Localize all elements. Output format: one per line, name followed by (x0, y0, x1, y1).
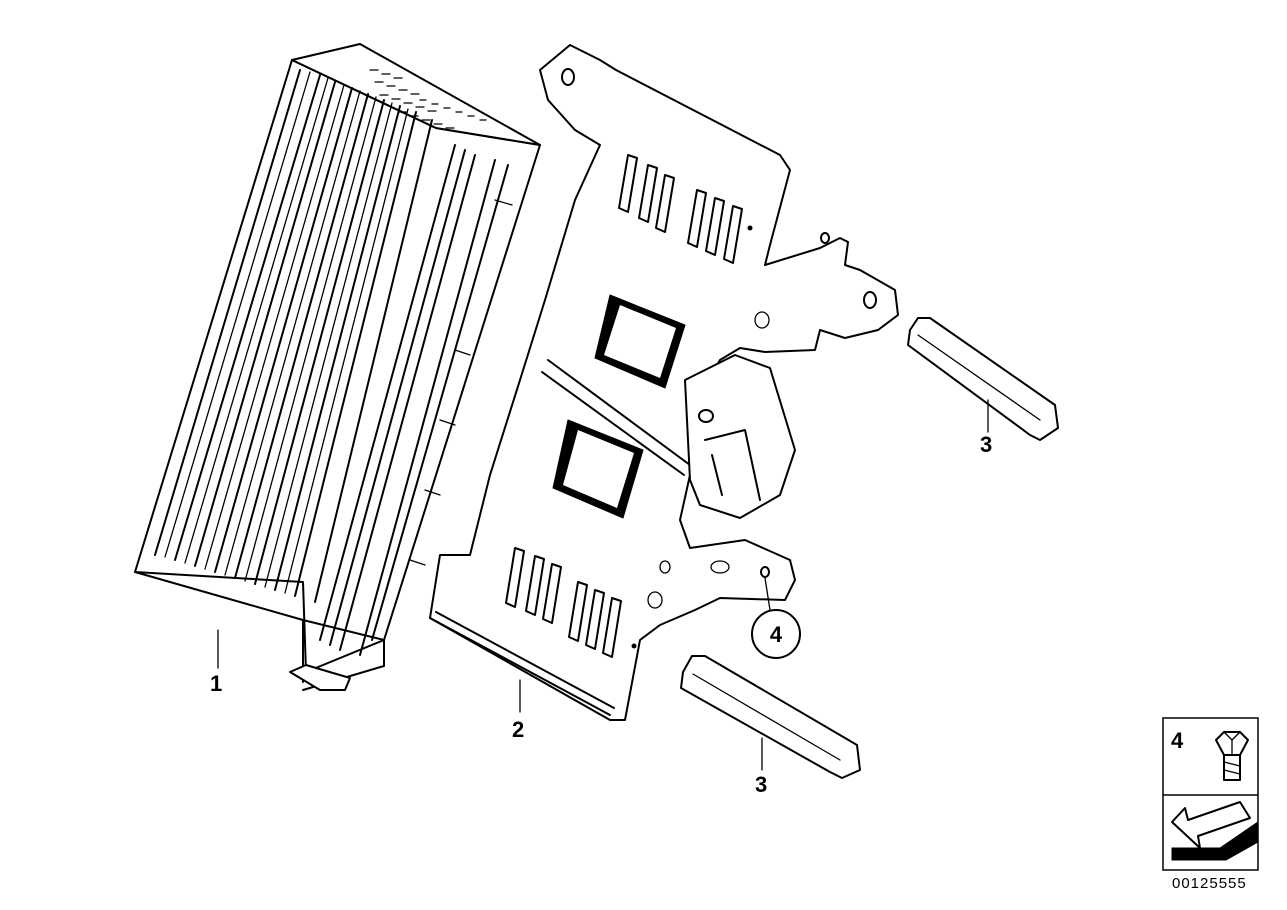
arrow-icon (1171, 801, 1259, 861)
strip-part-lower[interactable]: 3 (680, 655, 861, 797)
mounting-slots (505, 154, 743, 658)
bolt-callout[interactable]: 4 (751, 577, 801, 659)
cooling-fins (154, 69, 433, 603)
callout-3b: 3 (755, 772, 767, 797)
callout-2: 2 (512, 717, 524, 742)
hex-bolt-icon (1215, 731, 1249, 781)
callout-4: 4 (770, 622, 783, 647)
legend-item-number: 4 (1171, 728, 1184, 753)
vent-holes (369, 69, 487, 129)
callout-1: 1 (210, 671, 222, 696)
strip-part-upper[interactable]: 3 (907, 317, 1059, 457)
legend-box: 4 (1162, 717, 1259, 871)
bracket-part[interactable]: 2 (429, 44, 899, 742)
diagram-number: 00125555 (1172, 875, 1247, 892)
callout-3a: 3 (980, 432, 992, 457)
amplifier-part[interactable]: 1 (134, 43, 541, 696)
